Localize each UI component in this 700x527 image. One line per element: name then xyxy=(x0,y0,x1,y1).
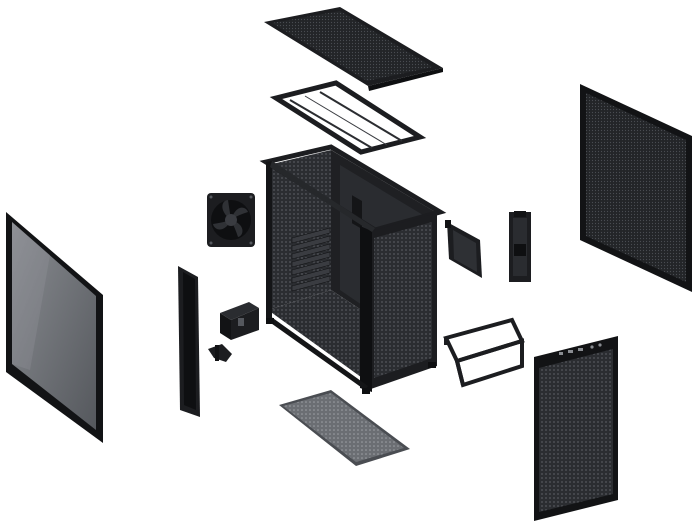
psu-bracket xyxy=(443,317,525,388)
top-mesh-panel xyxy=(264,7,443,91)
drive-bracket xyxy=(220,302,259,340)
case-fan-icon xyxy=(207,193,255,247)
front-pillar xyxy=(178,266,200,417)
top-bracket-frame xyxy=(269,80,427,155)
right-side-mesh-panel xyxy=(580,84,692,292)
left-tempered-glass-panel xyxy=(6,212,103,443)
bottom-dust-filter xyxy=(279,390,410,466)
chassis-frame xyxy=(259,144,447,394)
rear-plate-bracket xyxy=(509,211,531,282)
small-clip xyxy=(208,344,232,362)
front-mesh-panel xyxy=(534,336,618,521)
ssd-plate xyxy=(445,220,482,278)
